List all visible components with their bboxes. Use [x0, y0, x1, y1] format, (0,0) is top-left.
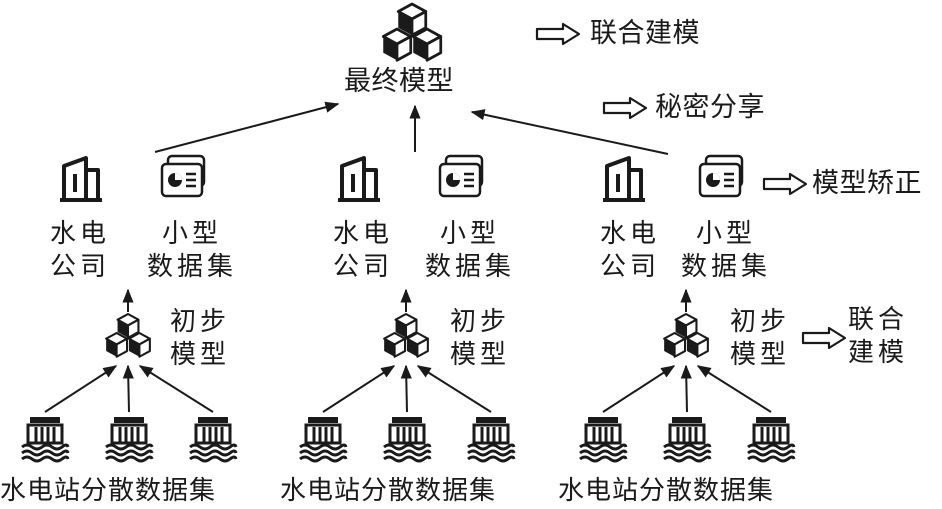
company-label-2: 水电 公司 [333, 219, 394, 282]
final-model-label: 最终模型 [344, 66, 454, 97]
hydropower-station-icon-2-2 [383, 417, 432, 463]
dataset-label-2: 小型 数据集 [424, 219, 515, 282]
model-correction-label: 模型矫正 [812, 168, 922, 199]
dataset-card-icon-3 [698, 154, 744, 198]
station-to-model-arrow-3-3 [696, 365, 772, 413]
final-model-cubes-icon [381, 2, 443, 62]
initial-model-cubes-icon-1 [105, 312, 151, 358]
initial-model-cubes-icon-2 [383, 312, 429, 358]
hydropower-station-icon-1-3 [189, 417, 238, 463]
initial-model-label-1: 初步 模型 [170, 307, 231, 370]
final-model-arrow-left [154, 101, 340, 153]
station-to-model-arrow-2-3 [416, 365, 492, 413]
joint-modeling-side-label: 联合 建模 [848, 305, 909, 368]
company-building-icon-1 [60, 156, 102, 202]
hydropower-station-icon-3-1 [579, 417, 628, 463]
station-to-model-arrow-1-2 [122, 364, 134, 413]
hydropower-station-icon-1-1 [21, 417, 70, 463]
station-to-model-arrow-3-2 [680, 364, 692, 413]
dataset-label-1: 小型 数据集 [146, 219, 237, 282]
company-building-icon-2 [338, 156, 380, 202]
company-label-3: 水电 公司 [600, 219, 661, 282]
stations-label-1: 水电站分散数据集 [0, 476, 217, 506]
model-correction-arrow-icon [762, 172, 808, 196]
secret-sharing-label: 秘密分享 [655, 92, 765, 123]
hydropower-station-icon-2-3 [467, 417, 516, 463]
joint-modeling-side-arrow-icon [801, 326, 847, 350]
company-building-icon-3 [603, 156, 645, 202]
initial-model-label-2: 初步 模型 [450, 307, 511, 370]
dataset-card-icon-1 [160, 154, 206, 198]
company-label-1: 水电 公司 [50, 219, 111, 282]
station-to-model-arrow-2-1 [322, 365, 396, 413]
initial-model-cubes-icon-3 [663, 312, 709, 358]
joint-modeling-top-label: 联合建模 [590, 18, 700, 49]
dataset-label-3: 小型 数据集 [680, 219, 771, 282]
initial-model-label-3: 初步 模型 [730, 307, 791, 370]
stations-label-2: 水电站分散数据集 [280, 476, 497, 506]
hydropower-station-icon-3-3 [747, 417, 796, 463]
dataset-card-icon-2 [438, 154, 484, 198]
stations-label-3: 水电站分散数据集 [558, 476, 775, 506]
hydropower-station-icon-1-2 [105, 417, 154, 463]
joint-modeling-top-arrow-icon [535, 22, 581, 46]
station-to-model-arrow-1-3 [138, 365, 214, 413]
station-to-model-arrow-1-1 [44, 365, 118, 413]
station-to-model-arrow-2-2 [400, 364, 412, 413]
secret-sharing-arrow-icon [602, 96, 648, 120]
hydropower-station-icon-2-1 [299, 417, 348, 463]
hydropower-station-icon-3-2 [663, 417, 712, 463]
station-to-model-arrow-3-1 [602, 365, 676, 413]
final-model-arrow-right [470, 109, 669, 155]
